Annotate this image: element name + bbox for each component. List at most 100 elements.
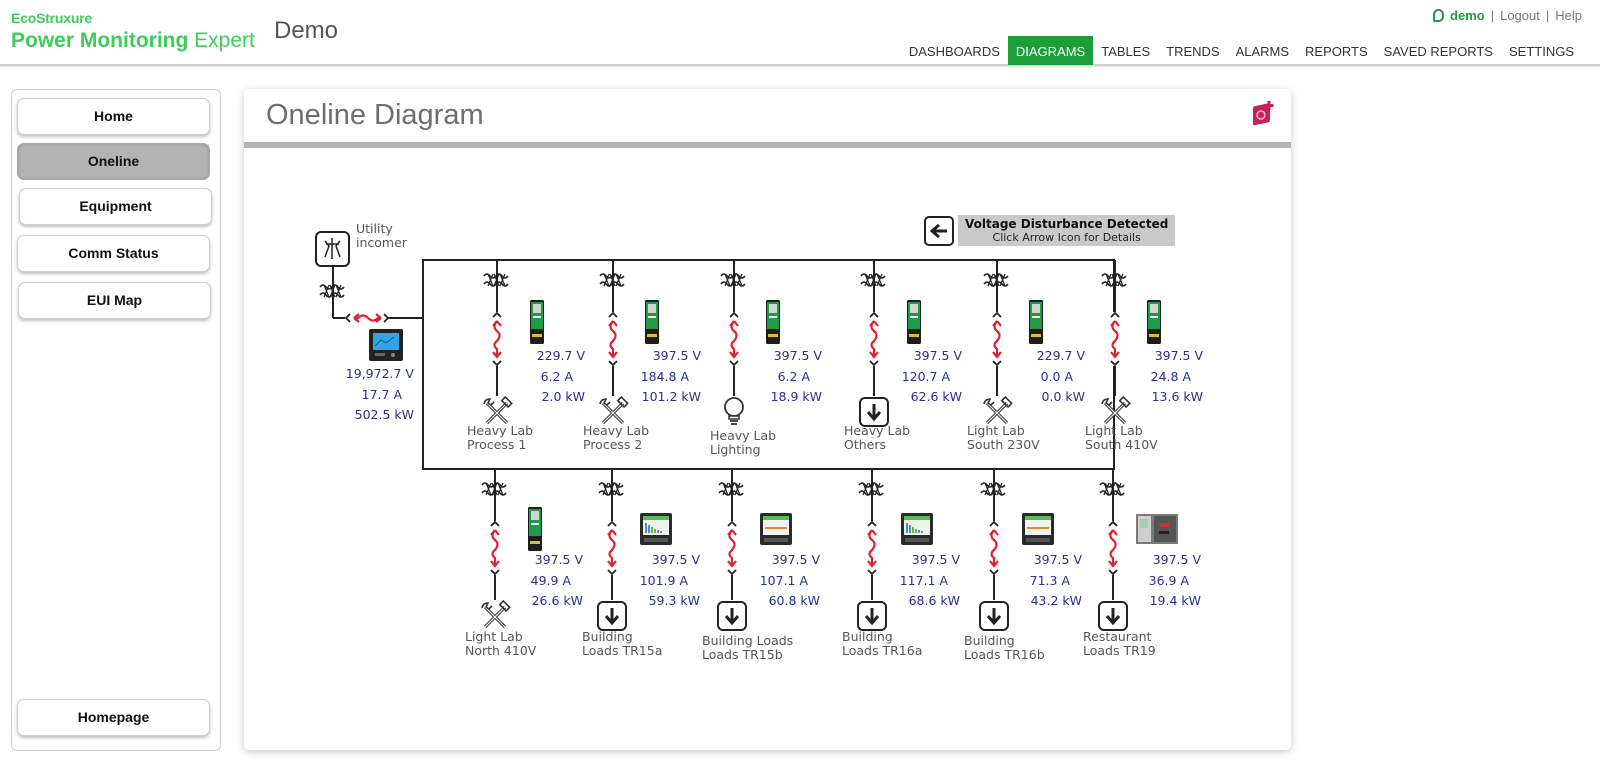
- sidebar-item-homepage[interactable]: Homepage: [17, 699, 210, 736]
- load-arrow-icon[interactable]: [858, 396, 890, 428]
- separator: |: [1490, 8, 1495, 23]
- feeder-voltage: 397.5 V: [1152, 552, 1201, 567]
- feeder-voltage: 397.5 V: [1154, 348, 1203, 363]
- sidebar-item-equipment[interactable]: Equipment: [19, 188, 212, 225]
- top-feeder: [982, 260, 1043, 425]
- nav-reports[interactable]: REPORTS: [1305, 44, 1368, 59]
- voltage-disturbance-alert: Voltage Disturbance Detected Click Arrow…: [924, 215, 1176, 246]
- user-icon: [1433, 9, 1445, 22]
- username-link[interactable]: demo: [1450, 8, 1485, 23]
- feeder-meter-icon[interactable]: [645, 300, 659, 344]
- alert-title: Voltage Disturbance Detected: [965, 217, 1169, 231]
- feeder-power: 2.0 kW: [541, 389, 585, 404]
- feeder-label-line2: South 230V: [967, 437, 1040, 452]
- feeder-voltage: 397.5 V: [652, 348, 701, 363]
- feeder-label-line2: Lighting: [710, 442, 761, 457]
- utility-incomer[interactable]: [315, 231, 350, 267]
- incomer-meter-icon[interactable]: [369, 329, 403, 361]
- feeder-power: 62.6 kW: [910, 389, 962, 404]
- feeder-meter-icon[interactable]: [640, 513, 672, 545]
- feeder-meter-icon[interactable]: [1022, 513, 1054, 545]
- feeder-meter-icon[interactable]: [901, 513, 933, 545]
- feeder-current: 6.2 A: [777, 368, 810, 384]
- nav-dashboards[interactable]: DASHBOARDS: [908, 44, 1000, 59]
- sidebar-item-comm-status[interactable]: Comm Status: [17, 235, 210, 272]
- add-to-favorites-icon[interactable]: [1251, 98, 1277, 128]
- feeder-current: 24.8 A: [1150, 368, 1191, 384]
- incomer-measurements[interactable]: 19,972.7 V 17.7 A 502.5 kW: [330, 364, 414, 426]
- feeder-label-line1: Building: [842, 629, 893, 644]
- feeder-label-line2: Loads TR19: [1083, 643, 1156, 658]
- feeder-label-line2: Loads TR16b: [964, 647, 1045, 662]
- bottom-feeder: [596, 469, 672, 632]
- incomer-label: Utility incomer: [356, 222, 407, 250]
- feeder-current: 117.1 A: [899, 572, 948, 588]
- feeder-meter-icon[interactable]: [766, 300, 780, 344]
- nav-settings[interactable]: SETTINGS: [1508, 44, 1574, 59]
- feeder-meter-icon[interactable]: [1029, 300, 1043, 344]
- sidebar-item-oneline[interactable]: Oneline: [17, 143, 210, 180]
- load-arrow-icon[interactable]: [978, 600, 1010, 632]
- top-feeder: [1100, 260, 1161, 425]
- feeder-label-line1: Heavy Lab: [844, 423, 911, 438]
- feeder-label-line2: North 410V: [465, 643, 537, 658]
- product-name-light: Expert: [194, 29, 255, 52]
- logout-link[interactable]: Logout: [1500, 8, 1540, 23]
- nav-tables[interactable]: TABLES: [1101, 44, 1151, 59]
- alert-message: Voltage Disturbance Detected Click Arrow…: [958, 215, 1176, 246]
- incomer-power: 502.5 kW: [354, 407, 414, 422]
- app-title: Demo: [274, 17, 339, 44]
- app-header: EcoStruxure Power Monitoring Expert Demo…: [0, 0, 1600, 66]
- feeder-meter-icon[interactable]: [530, 300, 544, 344]
- help-link[interactable]: Help: [1555, 8, 1582, 23]
- feeder-meter-icon[interactable]: [1136, 514, 1178, 544]
- panel-title: Oneline Diagram: [266, 99, 484, 131]
- incomer-label-line1: Utility: [356, 221, 393, 236]
- feeder-voltage: 397.5 V: [534, 552, 583, 567]
- feeder-meter-icon[interactable]: [760, 513, 792, 545]
- feeder-label-line2: Loads TR15a: [582, 643, 663, 658]
- load-arrow-icon[interactable]: [716, 600, 748, 632]
- top-feeder: [482, 260, 544, 425]
- bottom-feeder: [1097, 469, 1178, 632]
- feeder-meter-icon[interactable]: [907, 300, 921, 344]
- nav-saved-reports[interactable]: SAVED REPORTS: [1383, 44, 1493, 59]
- feeder-meter-icon[interactable]: [1147, 300, 1161, 344]
- product-logo: Power Monitoring Expert: [11, 29, 255, 53]
- load-arrow-icon[interactable]: [1097, 600, 1129, 632]
- nav-trends[interactable]: TRENDS: [1166, 44, 1220, 59]
- feeder-power: 43.2 kW: [1030, 593, 1082, 608]
- sidebar-item-home[interactable]: Home: [17, 98, 210, 135]
- top-feeder: [720, 260, 780, 425]
- incomer-breaker-icon[interactable]: [344, 313, 390, 323]
- alert-details-button[interactable]: [924, 215, 954, 246]
- nav-alarms[interactable]: ALARMS: [1235, 44, 1290, 59]
- sidebar-item-eui-map[interactable]: EUI Map: [18, 282, 211, 319]
- nav-diagrams[interactable]: DIAGRAMS: [1007, 36, 1094, 65]
- load-arrow-icon[interactable]: [856, 600, 888, 632]
- load-arrow-icon[interactable]: [596, 600, 628, 632]
- feeder-voltage: 397.5 V: [773, 348, 822, 363]
- feeder-meter-icon[interactable]: [528, 507, 542, 551]
- feeder-label-line1: Heavy Lab: [583, 423, 650, 438]
